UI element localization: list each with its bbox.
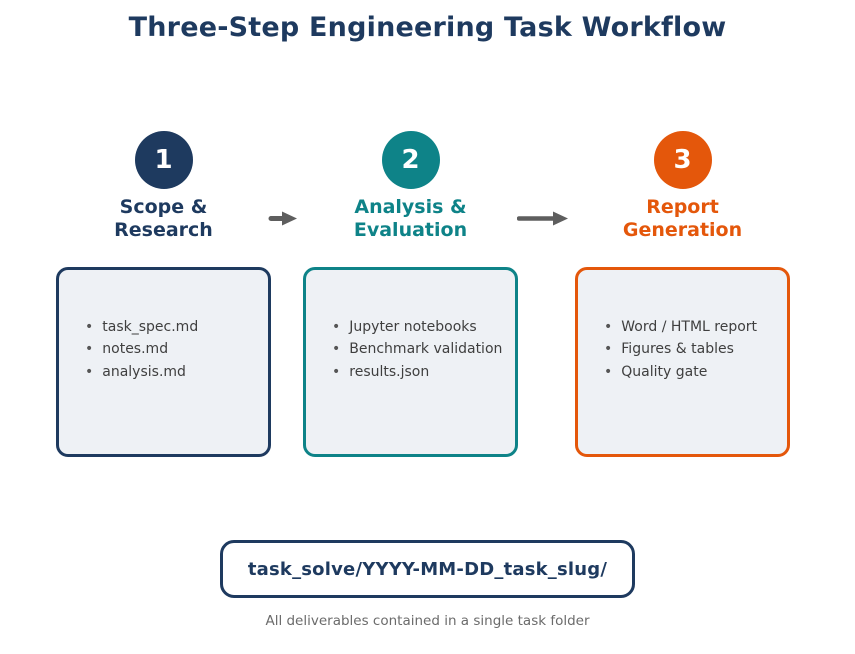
step-2-label: Analysis & Evaluation xyxy=(303,196,518,242)
step-2-label-line2: Evaluation xyxy=(353,219,468,241)
step-1-label-line1: Scope & xyxy=(119,196,208,218)
step-3-badge: 3 xyxy=(653,131,712,189)
right-arrow-icon xyxy=(517,211,568,226)
step-3-column: 3 Report Generation xyxy=(575,131,790,242)
step-2-column: 2 Analysis & Evaluation xyxy=(303,131,518,242)
list-item: Word / HTML report xyxy=(604,316,779,338)
folder-caption: All deliverables contained in a single t… xyxy=(265,613,590,629)
list-item: results.json xyxy=(332,361,507,383)
list-item: Figures & tables xyxy=(604,338,779,360)
list-item: Quality gate xyxy=(604,361,779,383)
list-item: analysis.md xyxy=(85,361,260,383)
step-3-deliverables-card: Word / HTML report Figures & tables Qual… xyxy=(575,267,790,457)
list-item: task_spec.md xyxy=(85,316,260,338)
step-1-badge: 1 xyxy=(134,131,193,189)
step-2-label-line1: Analysis & xyxy=(354,196,467,218)
list-item: notes.md xyxy=(85,338,260,360)
step-2-deliverables-card: Jupyter notebooks Benchmark validation r… xyxy=(303,267,518,457)
task-folder-path: task_solve/YYYY-MM-DD_task_slug/ xyxy=(247,558,608,580)
task-folder-box: task_solve/YYYY-MM-DD_task_slug/ xyxy=(220,540,635,598)
list-item: Jupyter notebooks xyxy=(332,316,507,338)
step-3-label: Report Generation xyxy=(575,196,790,242)
step-2-badge: 2 xyxy=(381,131,440,189)
list-item: Benchmark validation xyxy=(332,338,507,360)
step-1-label-line2: Research xyxy=(114,219,213,241)
step-1-deliverables-card: task_spec.md notes.md analysis.md xyxy=(56,267,271,457)
step-3-label-line1: Report xyxy=(646,196,719,218)
step-1-column: 1 Scope & Research xyxy=(56,131,271,242)
step-1-label: Scope & Research xyxy=(56,196,271,242)
page-title: Three-Step Engineering Task Workflow xyxy=(128,12,727,43)
step-3-label-line2: Generation xyxy=(622,219,743,241)
right-arrow-icon xyxy=(268,211,297,226)
